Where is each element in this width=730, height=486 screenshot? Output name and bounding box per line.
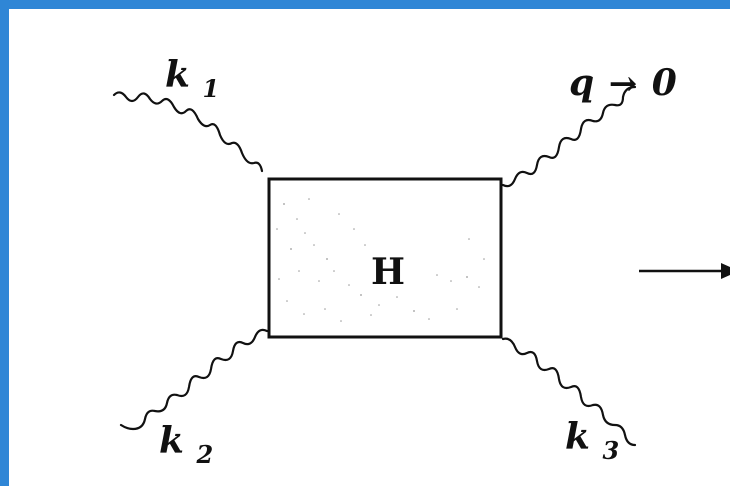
photon-q-line	[501, 85, 637, 188]
label-q-arrow: →	[609, 64, 638, 104]
scattering-diagram: H k 1 q → 0 k 2 k 3	[112, 54, 730, 469]
photon-k2-line	[119, 328, 269, 431]
photon-k3-line	[501, 337, 637, 447]
label-q: q	[569, 62, 594, 104]
label-k1-base: k	[165, 54, 190, 96]
box-label-H: H	[371, 251, 405, 293]
box-shading	[276, 198, 485, 322]
label-k2: k 2	[159, 420, 213, 469]
label-k2-base: k	[159, 420, 184, 462]
right-arrow-icon	[639, 263, 730, 279]
label-q-to-zero: q → 0	[569, 62, 677, 104]
label-k3: k 3	[565, 416, 619, 465]
label-q-zero: 0	[652, 62, 677, 104]
label-k3-base: k	[565, 416, 590, 458]
H-box	[267, 177, 503, 339]
label-k3-sub: 3	[603, 436, 620, 465]
label-k1-sub: 1	[203, 74, 220, 103]
label-k1: k 1	[165, 54, 219, 103]
photon-k1-line	[112, 91, 264, 173]
label-k2-sub: 2	[196, 440, 214, 469]
